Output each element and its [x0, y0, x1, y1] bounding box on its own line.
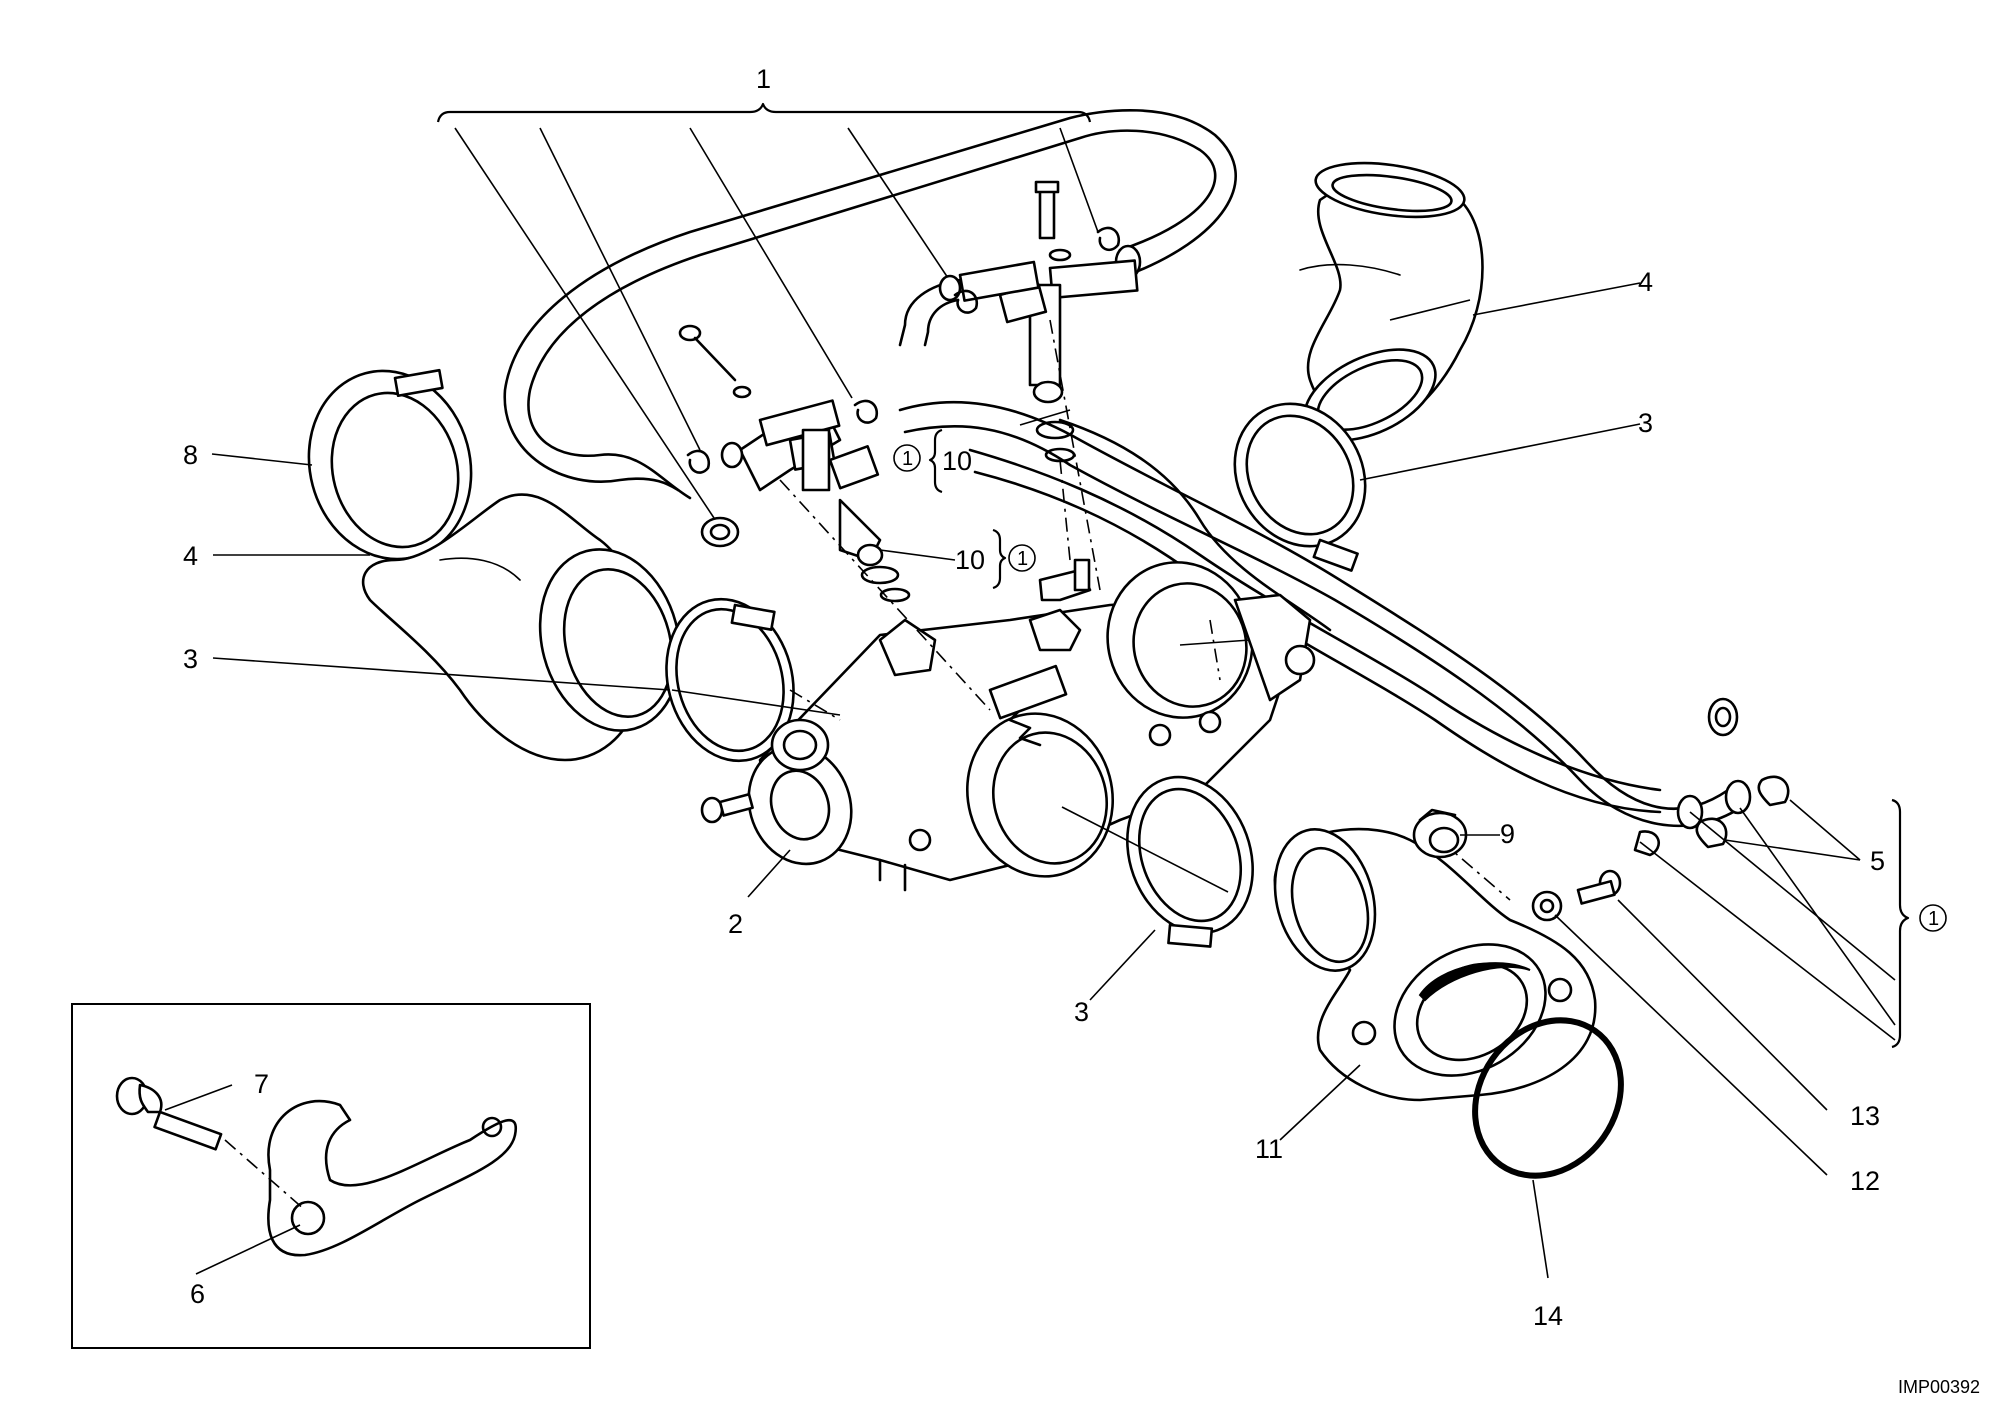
assembly-centerlines — [779, 319, 1511, 901]
group-1-right-brace — [1891, 798, 1947, 1049]
hose-bushing — [700, 516, 740, 548]
clips-part-5 — [1633, 697, 1790, 857]
screw-part-2 — [700, 792, 754, 824]
callout-4-left: 4 — [183, 541, 198, 571]
group-1-leaders — [454, 127, 1099, 528]
callout-5: 5 — [1870, 846, 1885, 876]
callout-9: 9 — [1500, 819, 1515, 849]
part-10-braces — [893, 428, 1036, 590]
callout-14: 14 — [1533, 1301, 1563, 1331]
inset-panel — [71, 1003, 591, 1349]
callout-2: 2 — [728, 909, 743, 939]
bolt-part-7 — [115, 1076, 306, 1211]
callout-4-right: 4 — [1638, 267, 1653, 297]
callout-7: 7 — [254, 1069, 269, 1099]
intake-manifold-part-11 — [1273, 827, 1597, 1102]
circled-ref-upper-10: 1 — [902, 448, 913, 470]
o-ring-part-14 — [1472, 1017, 1624, 1179]
nut-part-9 — [1412, 808, 1468, 859]
intake-duct-part-4-left — [361, 493, 682, 762]
callout-3-right: 3 — [1638, 408, 1653, 438]
circled-ref-right-group: 1 — [1928, 908, 1939, 930]
leader-lines — [164, 282, 1896, 1279]
callout-11: 11 — [1255, 1134, 1283, 1164]
drawing-code: IMP00392 — [1898, 1377, 1980, 1397]
callout-12: 12 — [1850, 1166, 1880, 1196]
screw-part-13 — [1576, 869, 1622, 905]
circled-ref-lower-10: 1 — [1017, 548, 1028, 570]
clamp-part-3-left — [665, 597, 795, 763]
washer-part-12 — [1531, 890, 1563, 922]
t-connector-right — [938, 260, 1040, 302]
clamp-part-3-bottom — [1126, 775, 1254, 948]
intake-duct-part-4-right — [1299, 161, 1484, 442]
callout-6: 6 — [190, 1279, 205, 1309]
callout-13: 13 — [1850, 1101, 1880, 1131]
callout-10-lower: 10 — [955, 545, 985, 575]
screw-on-rail-left — [678, 324, 752, 399]
t-connector-left — [720, 399, 841, 492]
hose-clips — [686, 226, 1121, 474]
clamp-part-8 — [307, 368, 473, 561]
throttle-bracket — [1038, 558, 1092, 602]
group-1-brace — [436, 102, 1092, 123]
lower-10-ref-circle — [1008, 544, 1036, 572]
callout-3-bottom: 3 — [1074, 997, 1089, 1027]
bracket-part-6 — [267, 1099, 518, 1257]
upper-10-ref-circle — [893, 444, 921, 472]
clamp-part-3-right — [1233, 402, 1367, 572]
callout-3-left: 3 — [183, 644, 198, 674]
callout-8: 8 — [183, 440, 198, 470]
callout-10-upper: 10 — [942, 446, 972, 476]
callout-1-top: 1 — [756, 64, 771, 94]
group-1-ref-circle — [1919, 904, 1947, 932]
